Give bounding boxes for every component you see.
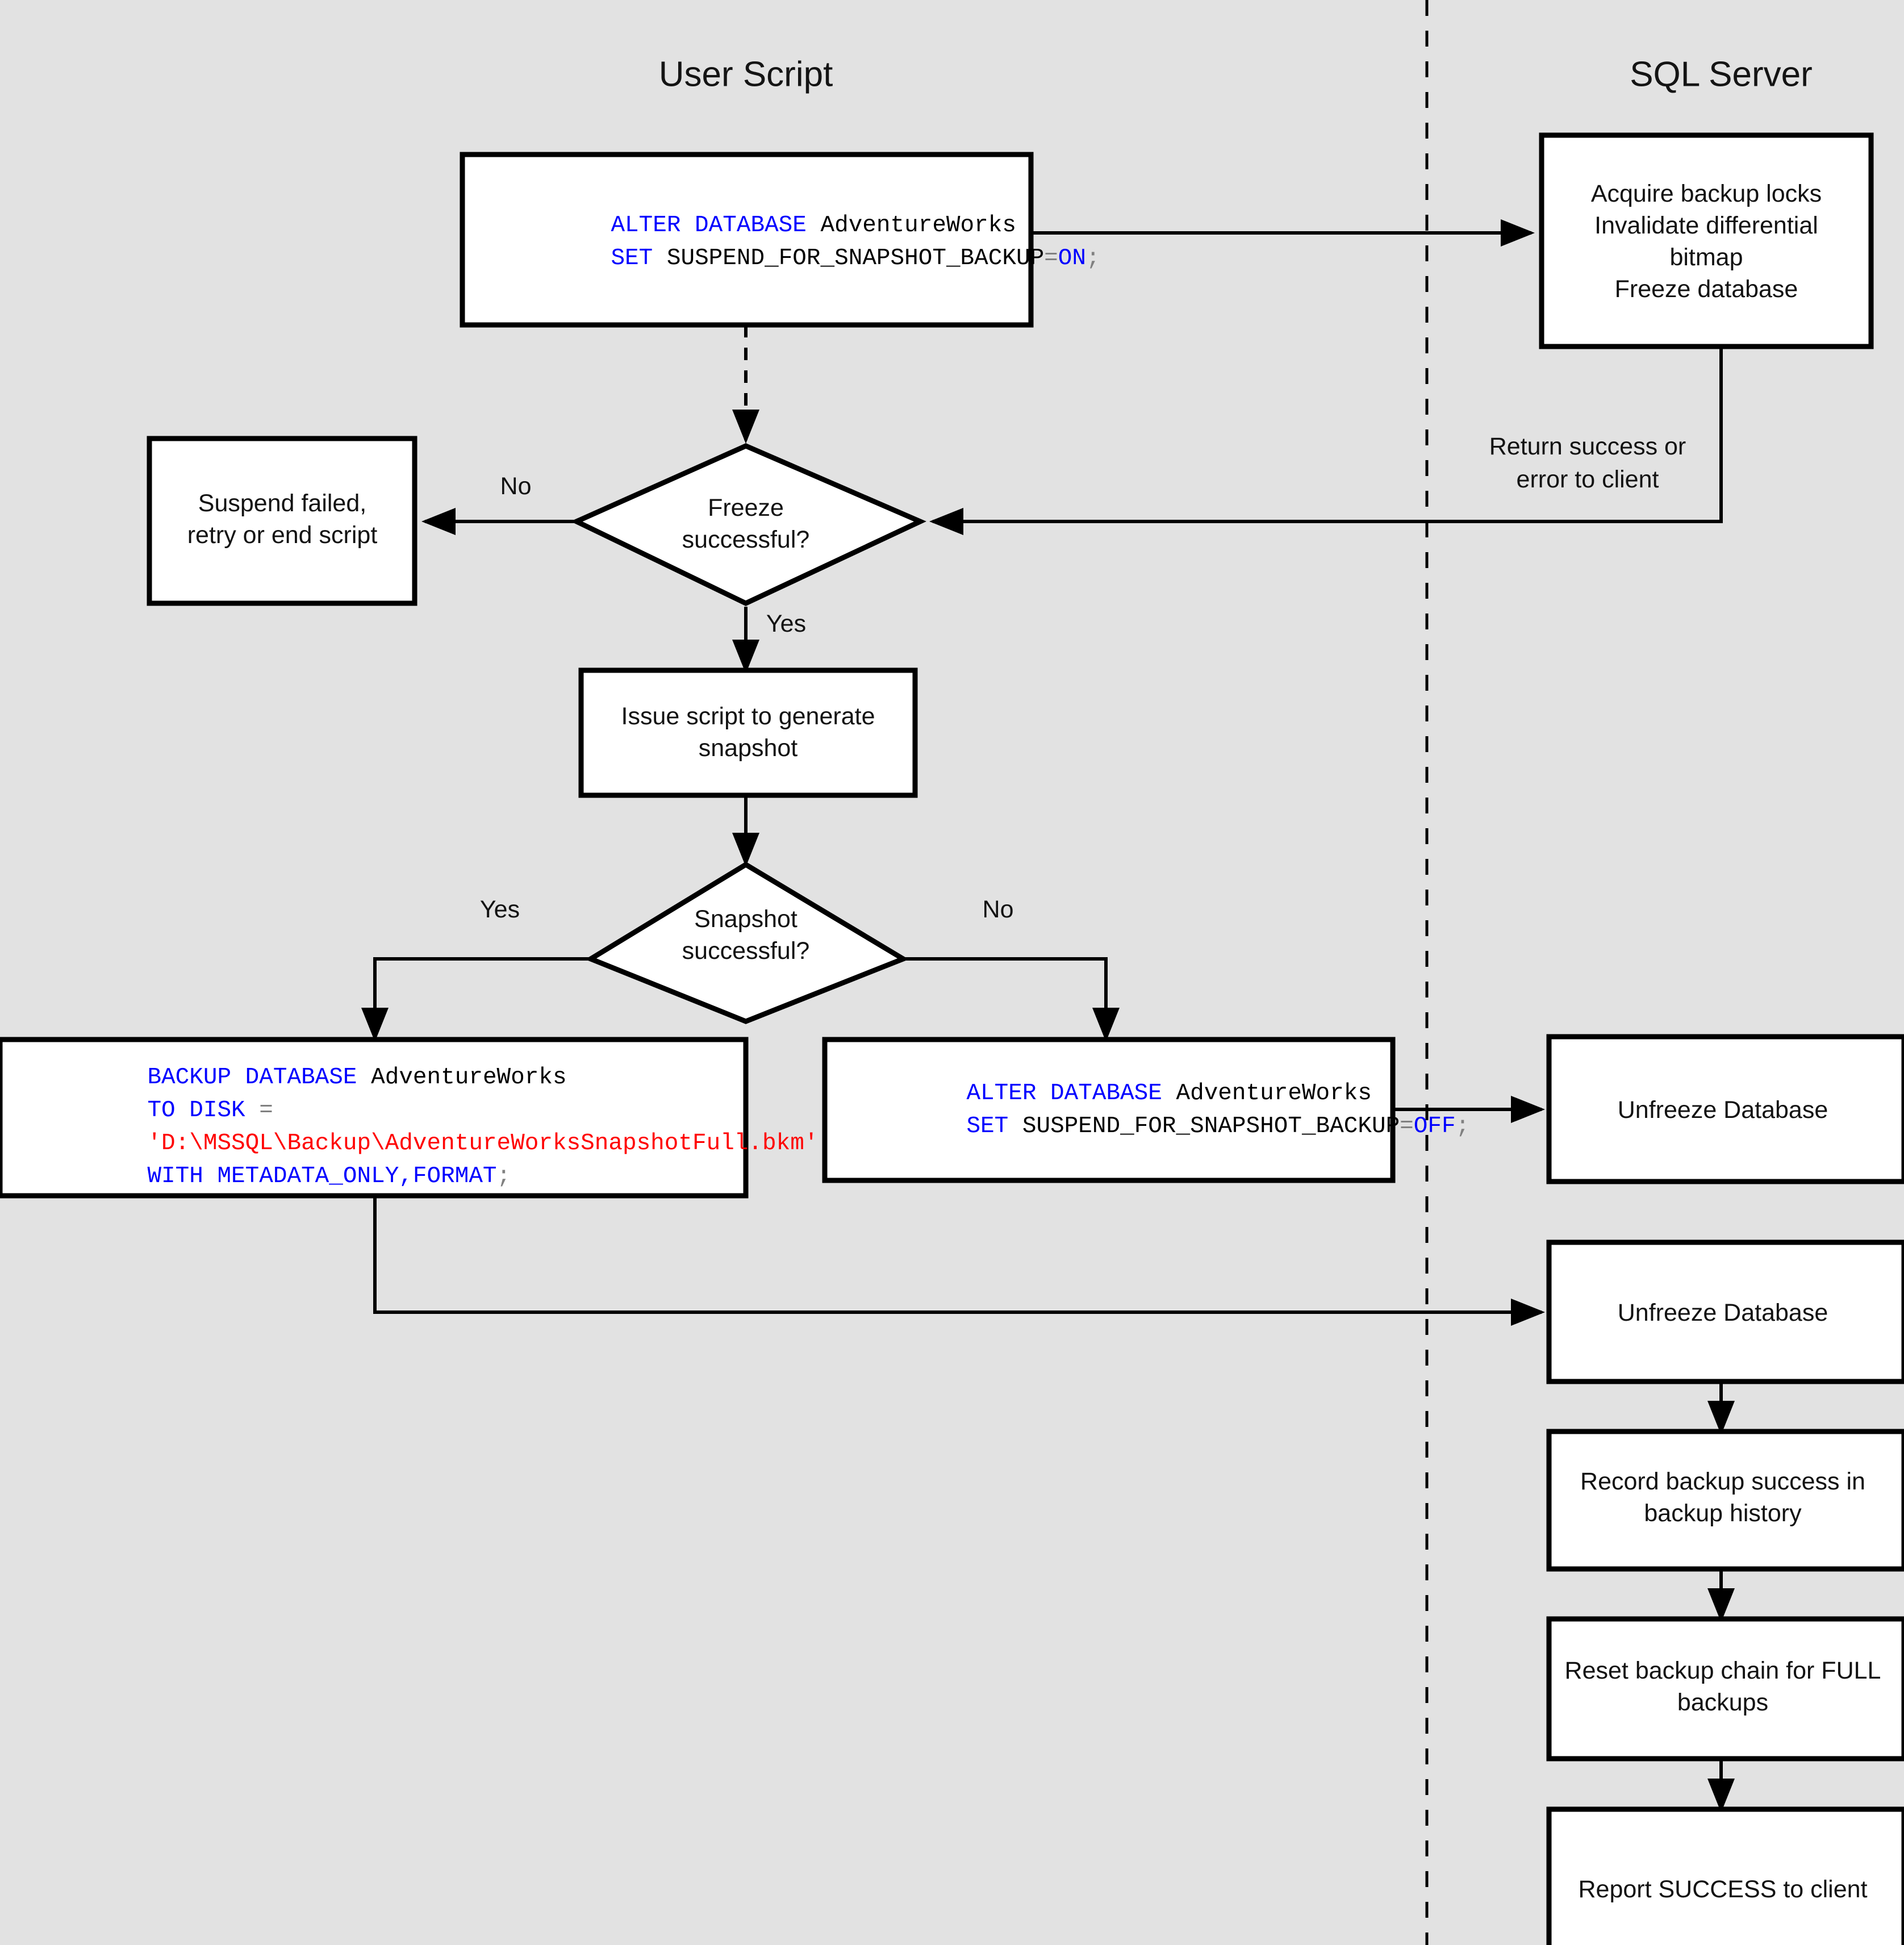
node-alter-database-on-box xyxy=(460,152,1034,328)
edge-label-freeze-yes: Yes xyxy=(766,610,806,637)
node-line: successful? xyxy=(682,937,810,965)
node-line: Acquire backup locks xyxy=(1591,180,1822,207)
node-snapshot-successful-decision[interactable]: Snapshot successful? xyxy=(584,861,909,1024)
node-line: successful? xyxy=(682,526,810,553)
node-line: Suspend failed, xyxy=(198,490,366,517)
node-acquire-backup-locks[interactable]: Acquire backup locks Invalidate differen… xyxy=(1539,132,1874,349)
node-unfreeze-database-1[interactable]: Unfreeze Database xyxy=(1546,1034,1904,1184)
node-line: Report SUCCESS to client xyxy=(1578,1876,1867,1903)
node-freeze-successful-decision[interactable]: Freeze successful? xyxy=(570,443,926,606)
node-line: Unfreeze Database xyxy=(1618,1096,1828,1124)
edge-acquire-locks-to-freeze-decision xyxy=(929,347,1723,535)
node-reset-backup-chain[interactable]: Reset backup chain for FULL backups xyxy=(1546,1616,1904,1762)
node-line: Snapshot xyxy=(694,905,797,933)
edge-label-snapshot-yes: Yes xyxy=(480,896,520,923)
edge-label-freeze-no: No xyxy=(500,473,532,500)
node-line: retry or end script xyxy=(187,521,378,549)
node-unfreeze-database-1-box xyxy=(1546,1034,1904,1184)
node-line: Unfreeze Database xyxy=(1618,1299,1828,1326)
node-line: backup history xyxy=(1644,1500,1802,1527)
lane-title-sql-server: SQL Server xyxy=(1630,55,1813,94)
node-alter-database-off-box xyxy=(822,1037,1396,1183)
code-line: 'D:\MSSQL\Backup\AdventureWorksSnapshotF… xyxy=(22,1130,916,1157)
edge-label-return-status-line-1: Return success or xyxy=(1489,433,1686,460)
node-record-backup-history[interactable]: Record backup success in backup history xyxy=(1546,1429,1904,1572)
node-snapshot-successful-diamond xyxy=(584,861,909,1024)
code-line: SET SUSPEND_FOR_SNAPSHOT_BACKUP=ON; xyxy=(485,245,1198,272)
node-line: Freeze database xyxy=(1615,276,1798,303)
node-line: backups xyxy=(1677,1689,1768,1716)
node-line: Freeze xyxy=(708,494,784,521)
node-freeze-successful-diamond xyxy=(570,443,926,606)
node-backup-database[interactable]: BACKUP DATABASE AdventureWorks TO DISK =… xyxy=(0,1037,916,1199)
code-line: ALTER DATABASE AdventureWorks xyxy=(841,1080,1469,1107)
node-unfreeze-database-2[interactable]: Unfreeze Database xyxy=(1546,1239,1904,1384)
node-suspend-failed-box xyxy=(147,436,417,606)
node-unfreeze-database-2-box xyxy=(1546,1239,1904,1384)
node-alter-database-on[interactable]: ALTER DATABASE AdventureWorks SET SUSPEN… xyxy=(460,152,1198,328)
code-line: WITH METADATA_ONLY,FORMAT; xyxy=(22,1163,608,1189)
node-line: Issue script to generate xyxy=(621,703,875,730)
edge-label-return-status-line-2: error to client xyxy=(1517,466,1659,493)
node-issue-script-box xyxy=(578,667,918,798)
node-record-backup-history-box xyxy=(1546,1429,1904,1572)
edge-snapshot-no-to-alter-off xyxy=(903,957,1120,1042)
node-line: Invalidate differential xyxy=(1594,212,1818,239)
edge-snapshot-yes-to-backup-database xyxy=(361,957,591,1042)
code-line: ALTER DATABASE AdventureWorks xyxy=(485,212,1114,239)
node-acquire-backup-locks-box xyxy=(1539,132,1874,349)
node-issue-script[interactable]: Issue script to generate snapshot xyxy=(578,667,918,798)
node-report-success[interactable]: Report SUCCESS to client xyxy=(1546,1806,1904,1945)
node-line: bitmap xyxy=(1669,244,1743,271)
code-line: BACKUP DATABASE AdventureWorks xyxy=(22,1065,665,1091)
lane-title-user-script: User Script xyxy=(659,55,833,94)
node-line: Reset backup chain for FULL xyxy=(1565,1657,1881,1684)
code-line: SET SUSPEND_FOR_SNAPSHOT_BACKUP=OFF; xyxy=(841,1113,1567,1140)
node-reset-backup-chain-box xyxy=(1546,1616,1904,1762)
edge-label-snapshot-no: No xyxy=(983,896,1014,923)
node-report-success-box xyxy=(1546,1806,1904,1945)
node-line: snapshot xyxy=(699,734,798,762)
node-line: Record backup success in xyxy=(1580,1468,1865,1495)
node-alter-database-off[interactable]: ALTER DATABASE AdventureWorks SET SUSPEN… xyxy=(822,1037,1567,1183)
code-line: TO DISK = xyxy=(22,1097,371,1124)
node-suspend-failed[interactable]: Suspend failed, retry or end script xyxy=(147,436,417,606)
node-backup-database-box xyxy=(0,1037,749,1199)
edge-backup-database-to-unfreeze-2 xyxy=(373,1196,1545,1326)
